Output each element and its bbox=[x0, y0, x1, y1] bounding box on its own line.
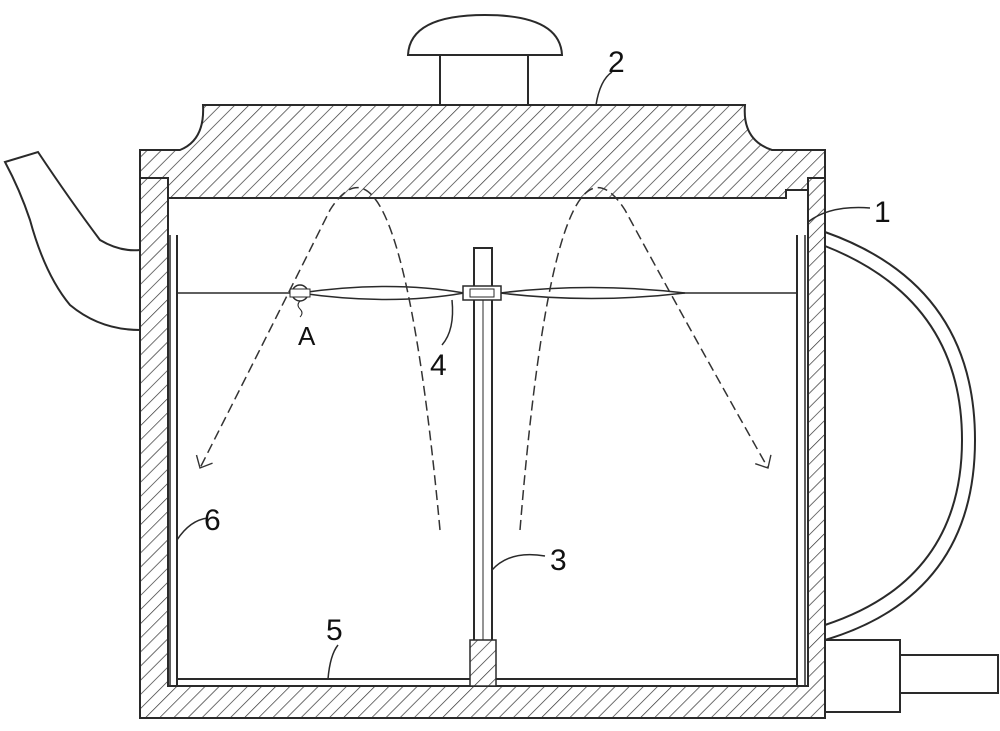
flow-arrows bbox=[195, 186, 772, 531]
inner-liner bbox=[169, 235, 806, 686]
label-bottom-plate: 5 bbox=[326, 614, 343, 647]
handle bbox=[824, 231, 977, 641]
label-detail-a: A bbox=[298, 321, 316, 351]
body-wall bbox=[139, 177, 826, 719]
label-side-wall: 6 bbox=[204, 504, 221, 537]
label-shaft: 3 bbox=[550, 544, 567, 577]
lid bbox=[139, 104, 826, 199]
shaft bbox=[469, 247, 497, 687]
power-connector bbox=[824, 639, 999, 713]
label-body: 1 bbox=[874, 196, 891, 229]
detail-a-marker bbox=[289, 284, 311, 318]
lid-knob bbox=[406, 13, 564, 106]
leader-lines bbox=[176, 71, 871, 680]
blade bbox=[299, 285, 686, 301]
label-lid: 2 bbox=[608, 46, 625, 79]
label-blade: 4 bbox=[430, 349, 447, 382]
spout bbox=[3, 150, 141, 332]
